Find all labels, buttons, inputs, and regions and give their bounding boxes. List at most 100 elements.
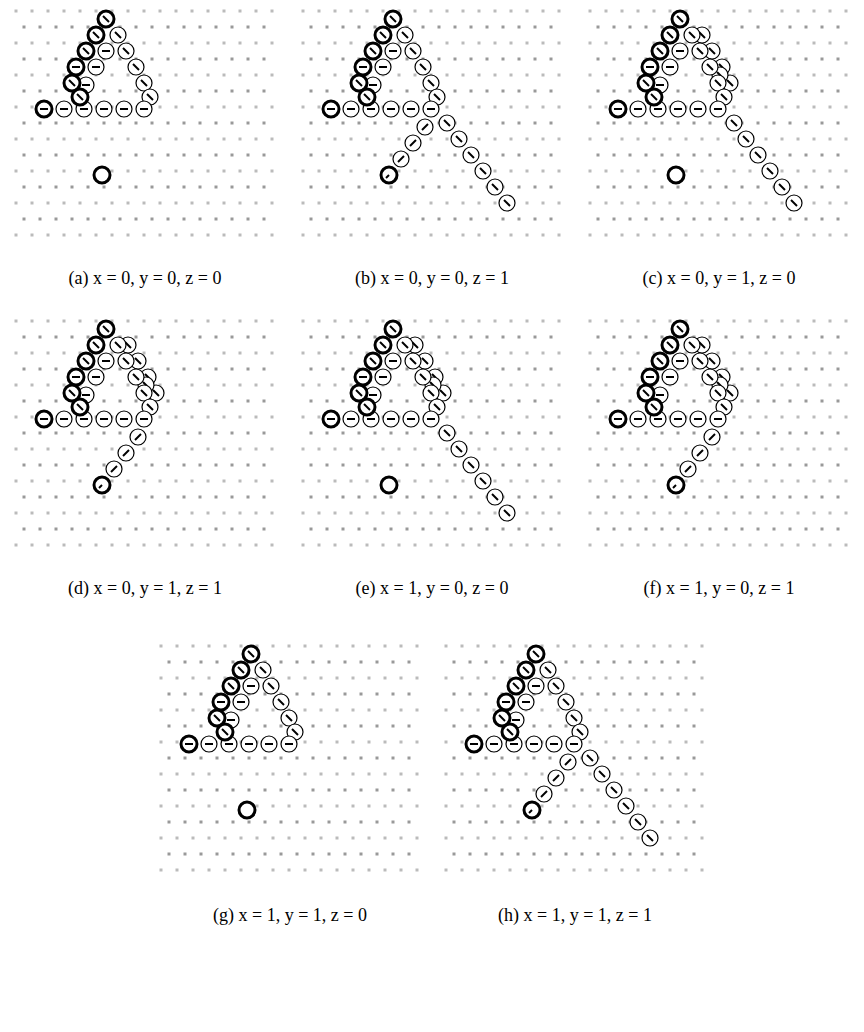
grid-dot	[438, 58, 441, 61]
grid-dot	[199, 58, 202, 61]
grid-dot	[757, 90, 760, 93]
grid-dot	[247, 464, 250, 467]
cell-circle	[403, 101, 419, 117]
grid-dot	[422, 464, 425, 467]
grid-dot	[167, 528, 170, 531]
grid-dot	[247, 400, 250, 403]
grid-dot	[741, 528, 744, 531]
cell-mark	[410, 48, 416, 54]
grid-dot	[829, 202, 832, 205]
grid-dot	[119, 186, 122, 189]
grid-dot	[416, 645, 419, 648]
cell-mark	[123, 48, 129, 54]
cell-mark	[60, 418, 68, 420]
grid-dot	[326, 186, 329, 189]
grid-dot	[589, 138, 592, 141]
grid-dot	[191, 74, 194, 77]
grid-dot	[263, 432, 266, 435]
grid-dot	[143, 10, 146, 13]
cell-mark	[380, 32, 386, 38]
grid-dot	[256, 773, 259, 776]
grid-dot	[31, 42, 34, 45]
grid-dot	[199, 90, 202, 93]
grid-dot	[232, 757, 235, 760]
grid-dot	[454, 154, 457, 157]
cell-circle	[415, 369, 431, 385]
grid-dot	[542, 480, 545, 483]
grid-dot	[183, 496, 186, 499]
grid-dot	[829, 544, 832, 547]
grid-dot	[813, 512, 816, 515]
grid-dot	[550, 26, 553, 29]
grid-dot	[605, 202, 608, 205]
grid-dot	[320, 645, 323, 648]
grid-dot	[526, 512, 529, 515]
grid-dot	[342, 368, 345, 371]
grid-dot	[558, 384, 561, 387]
grid-dot	[334, 384, 337, 387]
grid-dot	[302, 202, 305, 205]
grid-dot	[159, 10, 162, 13]
cell-mark	[420, 374, 426, 380]
grid-dot	[207, 384, 210, 387]
grid-dot	[398, 512, 401, 515]
grid-dot	[390, 528, 393, 531]
grid-dot	[358, 432, 361, 435]
grid-dot	[87, 464, 90, 467]
grid-dot	[438, 186, 441, 189]
grid-dot	[773, 368, 776, 371]
cell-circle	[393, 151, 409, 167]
grid-dot	[239, 544, 242, 547]
grid-dot	[368, 677, 371, 680]
grid-dot	[478, 202, 481, 205]
grid-dot	[486, 336, 489, 339]
grid-dot	[318, 106, 321, 109]
grid-dot	[23, 368, 26, 371]
grid-dot	[207, 512, 210, 515]
grid-dot	[821, 218, 824, 221]
grid-dot	[518, 336, 521, 339]
grid-dot	[406, 528, 409, 531]
grid-dot	[31, 480, 34, 483]
grid-dot	[223, 74, 226, 77]
grid-dot	[127, 512, 130, 515]
grid-dot	[103, 464, 106, 467]
grid-dot	[605, 544, 608, 547]
grid-dot	[342, 186, 345, 189]
grid-dot	[207, 170, 210, 173]
grid-dot	[597, 58, 600, 61]
cell-circle	[128, 369, 144, 385]
grid-dot	[550, 368, 553, 371]
grid-dot	[159, 138, 162, 141]
grid-dot	[248, 725, 251, 728]
grid-dot	[200, 725, 203, 728]
cell-circle	[98, 11, 114, 27]
grid-dot	[797, 42, 800, 45]
grid-dot	[175, 544, 178, 547]
grid-dot	[765, 138, 768, 141]
grid-dot	[422, 218, 425, 221]
grid-dot	[184, 693, 187, 696]
grid-dot	[701, 170, 704, 173]
grid-dot	[773, 336, 776, 339]
grid-dot	[55, 464, 58, 467]
grid-dot	[168, 725, 171, 728]
grid-dot	[184, 661, 187, 664]
grid-dot	[320, 741, 323, 744]
grid-dot	[192, 709, 195, 712]
grid-dot	[408, 757, 411, 760]
cell-circle	[630, 101, 646, 117]
grid-dot	[374, 26, 377, 29]
grid-dot	[677, 432, 680, 435]
cell-mark	[115, 342, 121, 348]
cell-mark	[367, 108, 375, 110]
grid-dot	[510, 74, 513, 77]
cell-mark	[614, 418, 622, 420]
cell-mark	[709, 434, 715, 440]
grid-dot	[653, 512, 656, 515]
cell-circle	[385, 11, 401, 27]
grid-dot	[215, 368, 218, 371]
cell-mark	[60, 108, 68, 110]
panel	[589, 320, 848, 547]
cell-circle	[499, 505, 515, 521]
